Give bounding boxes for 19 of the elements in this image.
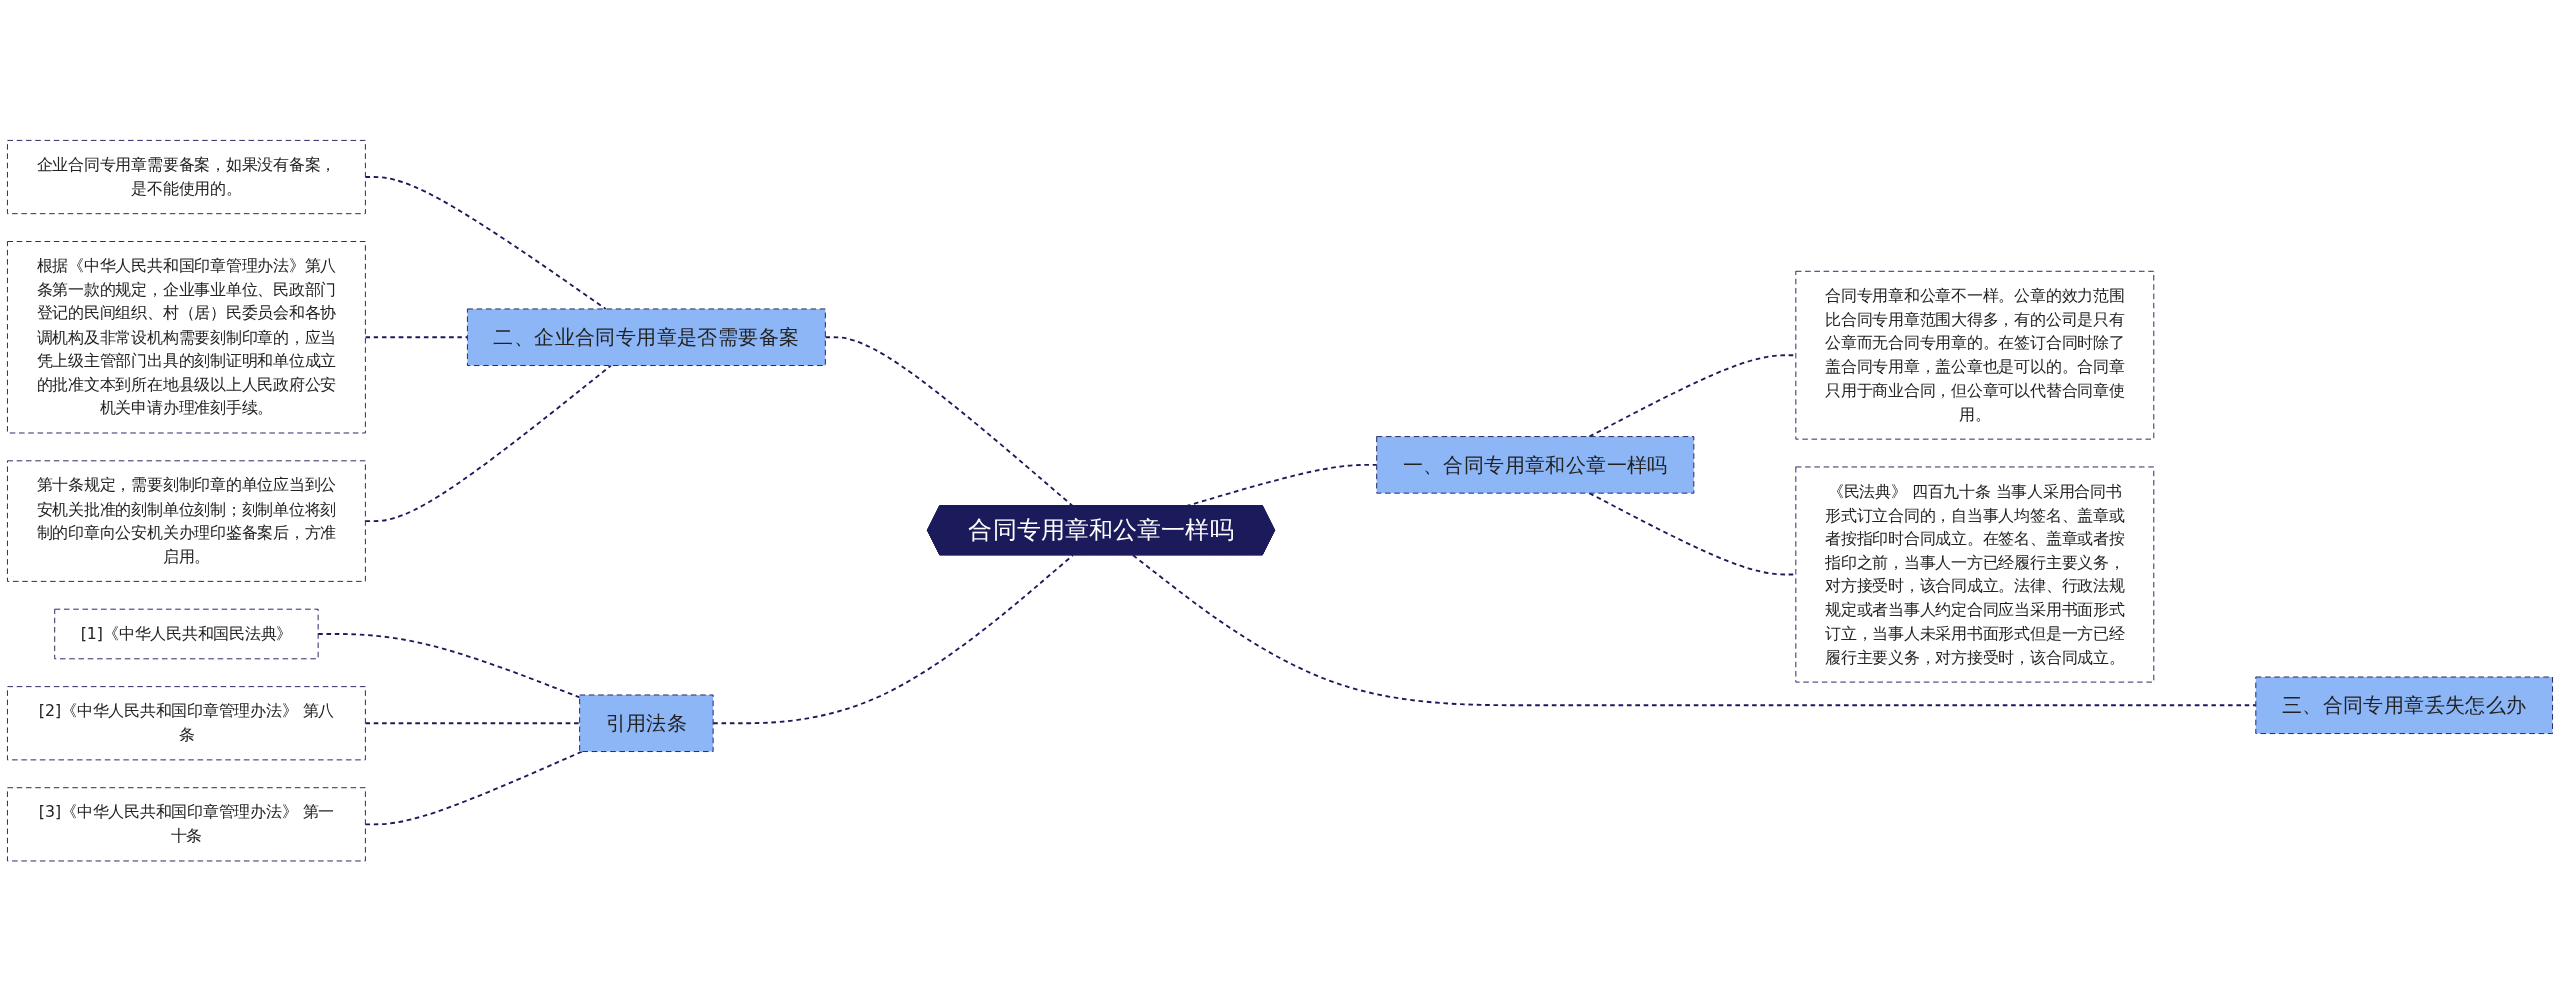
node-box: 一、合同专用章和公章一样吗 xyxy=(1376,436,1695,494)
connector xyxy=(364,176,607,311)
node-box: 企业合同专用章需要备案，如果没有备案，是不能使用的。 xyxy=(6,140,366,215)
node-box: 合同专用章和公章不一样。公章的效力范围比合同专用章范围大得多，有的公司是只有公章而无合同专用章的。在签订合同时除了盖合同专用章，盖公章也是可以的。合同章只用于商业合同，但公章可以代替合同章使用。 xyxy=(1795,271,2155,440)
connector xyxy=(317,633,581,699)
connector xyxy=(1132,554,2257,707)
node-box: 引用法条 xyxy=(579,694,714,753)
node-box: [3]《中华人民共和国印章管理办法》 第一十条 xyxy=(6,787,366,862)
node-box: 根据《中华人民共和国印章管理办法》第八条第一款的规定，企业事业单位、民政部门登记的民间组织、村（居）民委员会和各协调机构及非常设机构需要刻制印章的，应当凭上级主管部门出具的刻制证明和单位成立的批准文本到所在地县级以上人民政府公安机关申请办理准刻手续。 xyxy=(6,241,366,434)
connector xyxy=(364,336,469,339)
connector xyxy=(364,722,581,725)
connector xyxy=(364,364,612,523)
connector xyxy=(364,750,583,826)
node-box: 三、合同专用章丢失怎么办 xyxy=(2255,676,2554,735)
node-box: 二、企业合同专用章是否需要备案 xyxy=(466,308,826,367)
node-box: [1]《中华人民共和国民法典》 xyxy=(54,609,319,660)
node-box: [2]《中华人民共和国印章管理办法》 第八条 xyxy=(6,686,366,761)
node-box: 《民法典》 四百九十条 当事人采用合同书形式订立合同的，自当事人均签名、盖章或者按指印时合同成立。在签名、盖章或者按指印之前，当事人一方已经履行主要义务，对方接受时，该合同成立。法律、行政法规规定或者当事人约定合同应当采用书面形式订立，当事人未采用书面形式但是一方已经履行主要义务，对方接受时，该合同成立。 xyxy=(1795,466,2155,683)
node-box: 第十条规定，需要刻制印章的单位应当到公安机关批准的刻制单位刻制；刻制单位将刻制的印章向公安机关办理印鉴备案后，方准启用。 xyxy=(6,460,366,583)
